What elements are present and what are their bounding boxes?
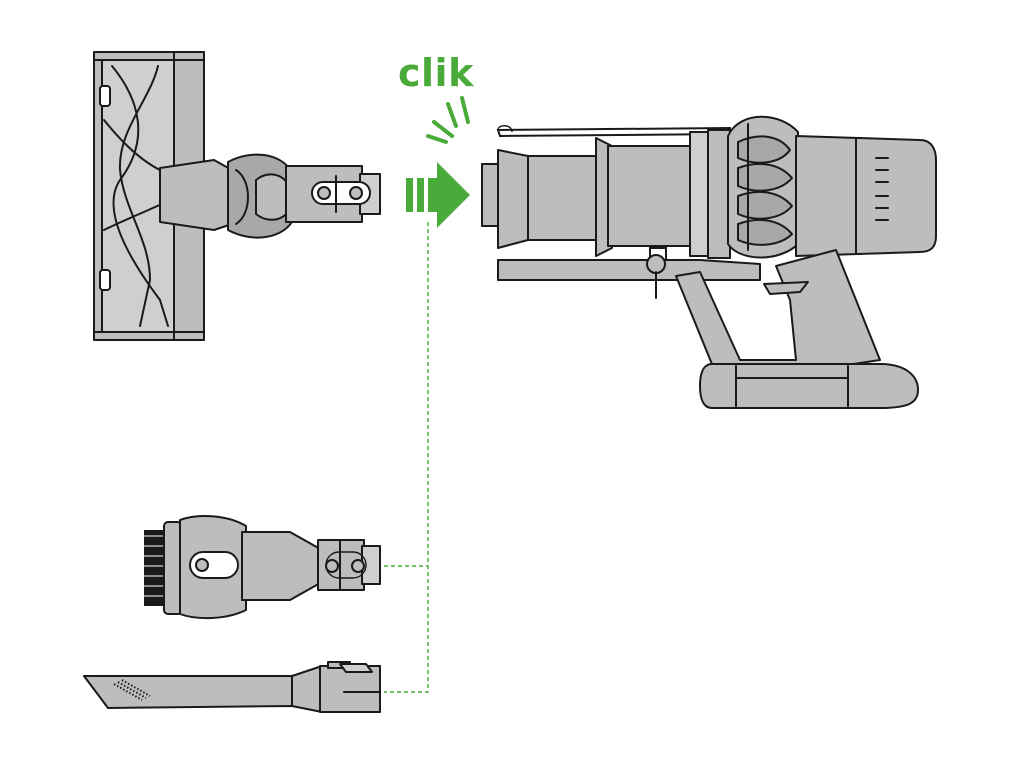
right-arrow-icon xyxy=(406,162,470,228)
crevice-tool xyxy=(83,661,381,713)
vacuum-main-body xyxy=(481,115,937,409)
combination-brush-tool xyxy=(140,515,381,620)
connection-guide xyxy=(384,222,429,693)
cleaner-head xyxy=(93,51,381,341)
click-burst-icon xyxy=(426,96,470,144)
click-sound-label: clik xyxy=(398,51,474,95)
